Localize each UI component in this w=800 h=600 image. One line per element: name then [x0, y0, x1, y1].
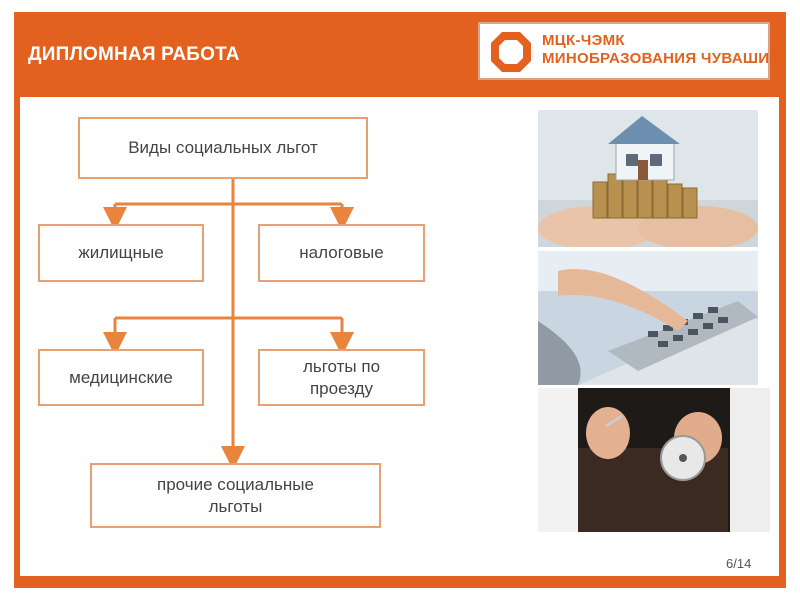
- slide-title: ДИПЛОМНАЯ РАБОТА: [28, 44, 240, 65]
- medical-bag-photo: [538, 388, 770, 532]
- page-number: 6/14: [726, 556, 752, 571]
- house-coins-photo: [538, 110, 758, 247]
- node-housing: жилищные: [38, 224, 204, 282]
- logo-text-line2: МИНОБРАЗОВАНИЯ ЧУВАШИИ: [542, 50, 781, 67]
- octagon-logo-icon: [491, 32, 531, 72]
- node-other: прочие социальные льготы: [90, 463, 381, 528]
- logo-badge: МЦК-ЧЭМК МИНОБРАЗОВАНИЯ ЧУВАШИИ: [478, 22, 780, 80]
- diagram-root-node: Виды социальных льгот: [78, 117, 368, 179]
- node-transport: льготы по проезду: [258, 349, 425, 406]
- node-medical: медицинские: [38, 349, 204, 406]
- logo-text-line1: МЦК-ЧЭМК: [542, 32, 625, 49]
- calculator-photo: [538, 251, 758, 385]
- node-tax: налоговые: [258, 224, 425, 282]
